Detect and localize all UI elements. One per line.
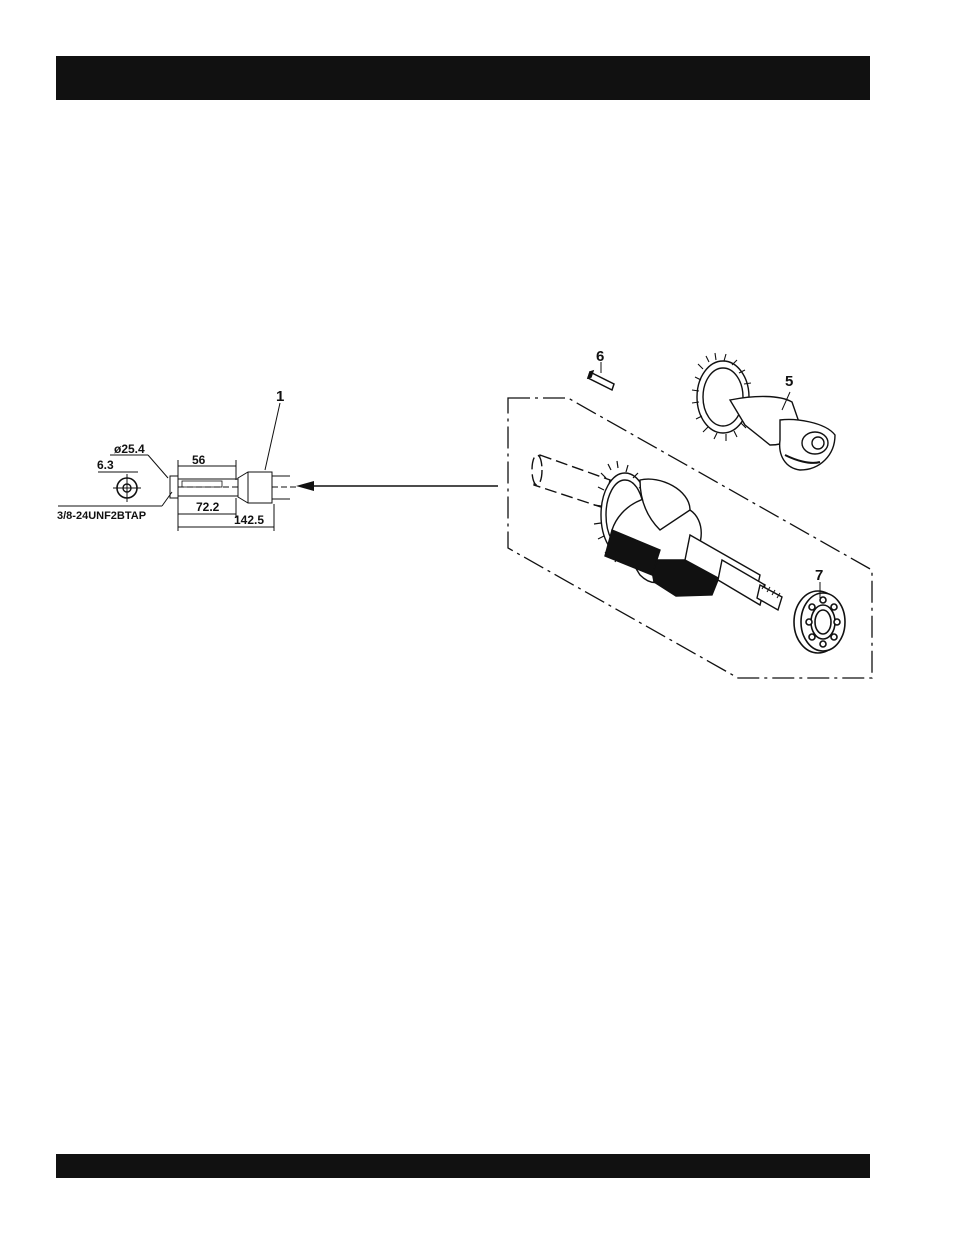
callout-6: 6 xyxy=(596,348,604,365)
callout-1: 1 xyxy=(276,388,284,405)
dim-142-5: 142.5 xyxy=(234,513,264,527)
dim-6-3: 6.3 xyxy=(97,458,114,472)
crankshaft xyxy=(532,455,782,610)
callout-7: 7 xyxy=(815,567,823,584)
dim-72-2: 72.2 xyxy=(196,500,220,514)
woodruff-key xyxy=(588,371,614,390)
callout-5: 5 xyxy=(785,373,793,390)
direction-arrow xyxy=(296,481,498,491)
ball-bearing xyxy=(794,591,845,653)
dim-56: 56 xyxy=(192,453,206,467)
footer-bar xyxy=(56,1154,870,1178)
balancer-shaft xyxy=(692,353,835,470)
dim-diameter: ø25.4 xyxy=(114,442,145,456)
dim-thread: 3/8-24UNF2BTAP xyxy=(57,510,146,522)
